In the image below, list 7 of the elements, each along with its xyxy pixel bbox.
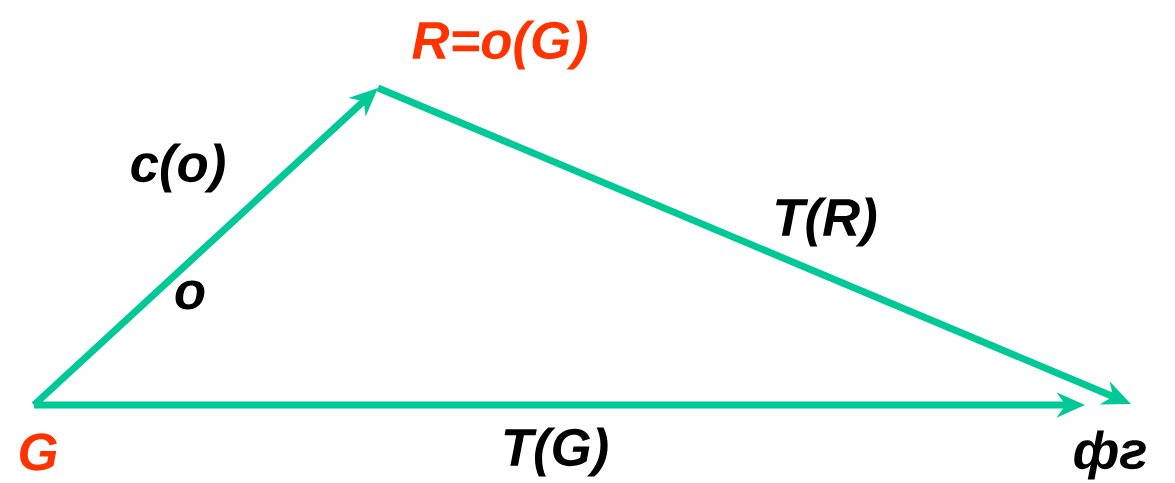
edge-label: T(R)	[770, 195, 880, 249]
vertex-label: фг	[1074, 430, 1146, 480]
angle-label: o	[175, 280, 205, 310]
edge-label: T(G)	[499, 425, 611, 479]
edge-label: c(o)	[127, 141, 229, 195]
vertex-label: G	[20, 433, 57, 471]
vertex-label: R=o(G)	[412, 20, 588, 70]
